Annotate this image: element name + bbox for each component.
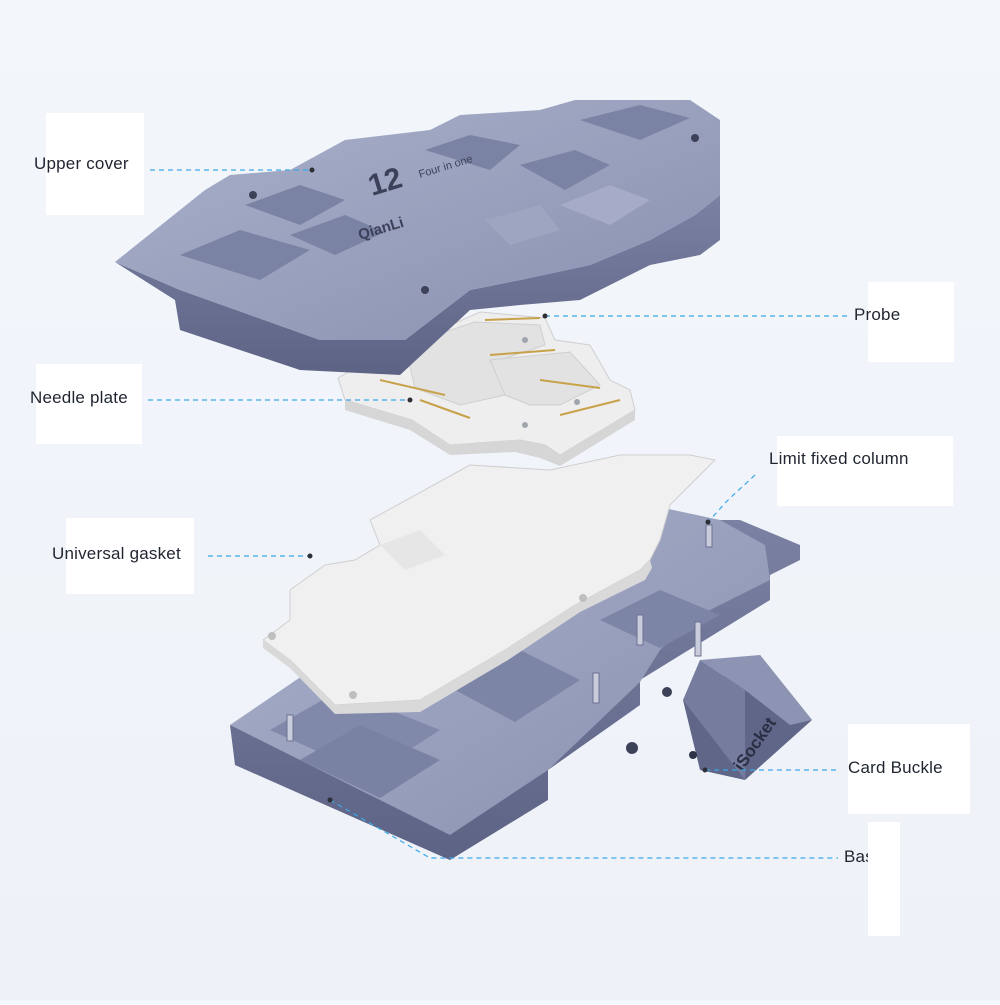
callout-card-buckle: Card Buckle xyxy=(848,724,970,814)
callout-upper-cover: Upper cover xyxy=(34,113,144,215)
anchor-needle-plate xyxy=(407,397,413,403)
leader-lines xyxy=(148,167,848,859)
anchor-upper-cover xyxy=(309,167,315,173)
universal-gasket-part xyxy=(262,454,717,714)
callout-limit-fixed-column: Limit fixed column xyxy=(769,436,953,506)
callout-label-needle-plate: Needle plate xyxy=(30,388,128,407)
callout-label-upper-cover: Upper cover xyxy=(34,154,129,173)
callout-label-probe: Probe xyxy=(854,305,901,324)
base-label-backdrop xyxy=(868,822,900,936)
callout-label-universal-gasket: Universal gasket xyxy=(52,544,181,563)
leader-base xyxy=(329,799,838,859)
callout-label-limit-fixed-column: Limit fixed column xyxy=(769,449,909,468)
callout-universal-gasket: Universal gasket xyxy=(52,518,194,594)
callout-needle-plate: Needle plate xyxy=(30,364,142,444)
upper-cover-part: QianLi 12 Four in one xyxy=(115,100,720,375)
card-buckle-part: iSocket xyxy=(683,655,812,780)
leader-limit-fixed-column xyxy=(707,474,756,523)
anchor-universal-gasket xyxy=(307,553,313,559)
callout-label-card-buckle: Card Buckle xyxy=(848,758,943,777)
base-part xyxy=(230,505,800,860)
anchor-limit-fixed-column xyxy=(705,519,711,525)
anchor-card-buckle xyxy=(702,767,708,773)
callout-base: Base xyxy=(838,822,883,938)
callout-probe: Probe xyxy=(854,282,954,362)
anchor-base xyxy=(327,797,333,803)
anchor-probe xyxy=(542,313,548,319)
